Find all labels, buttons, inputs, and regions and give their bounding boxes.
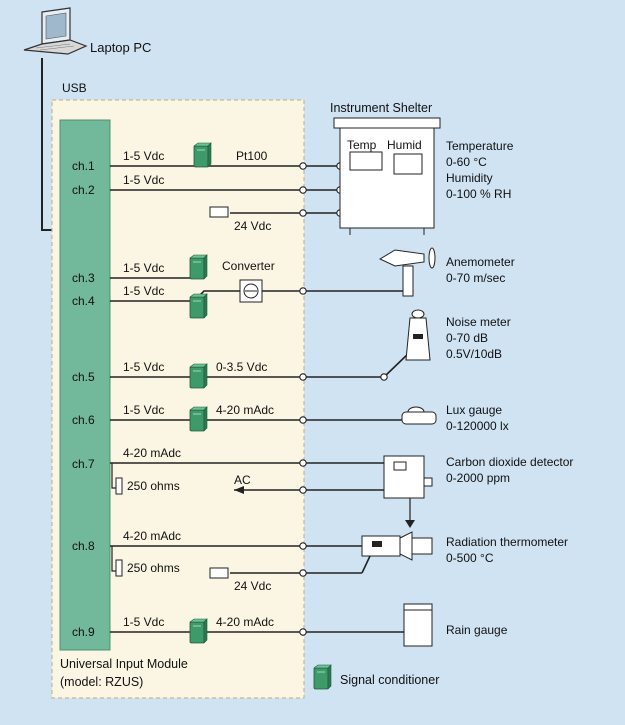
lux-gauge-icon [401,406,437,425]
supply-label: 24 Vdc [234,219,271,233]
instrument-shelter-icon [333,117,441,235]
svg-text:0-70 dB: 0-70 dB [446,331,488,345]
svg-text:0.5V/10dB: 0.5V/10dB [446,347,502,361]
power-supply-icon [209,206,229,218]
pt100-label: Pt100 [236,149,268,163]
shelter-title: Instrument Shelter [330,101,432,115]
signal-conditioner-icon [189,363,208,389]
channel-label: ch.1 [72,159,95,173]
signal-label: 1-5 Vdc [123,360,164,374]
sensor-range: 0-2000 ppm [446,471,510,485]
svg-text:Temperature: Temperature [446,139,514,153]
signal-labels: 1-5 Vdc 1-5 Vdc 1-5 Vdc 1-5 Vdc 1-5 Vdc … [123,149,275,629]
converter-label: Converter [222,259,275,273]
signal-conditioner-icon [193,142,212,168]
signal-label: 4-20 mAdc [216,403,274,417]
svg-text:0-60 °C: 0-60 °C [446,155,487,169]
signal-label: 4-20 mAdc [123,529,181,543]
sensor-label: Anemometer [446,255,515,269]
module-title: Universal Input Module [60,657,188,671]
laptop-label: Laptop PC [90,40,151,55]
ac-arrow-icon [234,486,244,494]
channel-label: ch.9 [72,625,95,639]
channel-label: ch.8 [72,539,95,553]
laptop-icon [23,7,88,55]
power-supply-icon [209,567,229,579]
signal-conditioner-icon [189,293,208,319]
channel-labels: ch.1 ch.2 ch.3 ch.4 ch.5 ch.6 ch.7 ch.8 … [72,159,95,639]
temp-humid-info: Temperature 0-60 °C Humidity 0-100 % RH [446,139,514,201]
input-bar [59,119,111,651]
signal-label: 4-20 mAdc [216,615,274,629]
sensor-range: 0-120000 lx [446,419,509,433]
signal-label: 0-3.5 Vdc [216,360,267,374]
channel-label: ch.6 [72,413,95,427]
sensor-label: Rain gauge [446,623,508,637]
svg-text:Noise meter: Noise meter [446,315,511,329]
signal-label: 1-5 Vdc [123,615,164,629]
signal-conditioner-icon [189,254,208,280]
module-model: (model: RZUS) [60,675,143,689]
channel-label: ch.3 [72,271,95,285]
resistor-ch8 [111,546,123,577]
rain-gauge-icon [403,603,433,647]
noise-meter-icon [405,309,431,361]
noise-meter-info: Noise meter 0-70 dB 0.5V/10dB [446,315,511,361]
co2-detector-icon [383,455,433,528]
supply-label: 24 Vdc [234,579,271,593]
signal-label: 1-5 Vdc [123,403,164,417]
sensor-label: Lux gauge [446,403,502,417]
channel-label: ch.7 [72,457,95,471]
signal-conditioner-icon [189,618,208,644]
signal-conditioner-icon [313,664,332,690]
sensor-range: 0-70 m/sec [446,271,505,285]
svg-text:0-100 % RH: 0-100 % RH [446,187,511,201]
channel-label: ch.2 [72,183,95,197]
ac-label: AC [234,473,251,487]
channel-label: ch.4 [72,294,95,308]
signal-conditioner-icon [189,406,208,432]
temp-sensor-label: Temp [347,138,377,152]
usb-label: USB [62,81,87,95]
humid-sensor-label: Humid [387,138,422,152]
signal-label: 1-5 Vdc [123,284,164,298]
signal-label: 1-5 Vdc [123,149,164,163]
signal-label: 4-20 mAdc [123,446,181,460]
svg-text:Humidity: Humidity [446,171,493,185]
radiation-thermometer-icon [361,531,433,561]
signal-label: 1-5 Vdc [123,173,164,187]
sensor-label: Carbon dioxide detector [446,455,573,469]
legend-label: Signal conditioner [340,673,439,687]
channel-label: ch.5 [72,370,95,384]
anemometer-icon [378,247,436,297]
converter-icon [239,279,263,303]
resistor-label: 250 ohms [127,479,180,493]
resistor-label: 250 ohms [127,561,180,575]
resistor-ch7 [111,463,123,495]
signal-label: 1-5 Vdc [123,261,164,275]
sensor-range: 0-500 °C [446,551,494,565]
sensor-label: Radiation thermometer [446,535,568,549]
